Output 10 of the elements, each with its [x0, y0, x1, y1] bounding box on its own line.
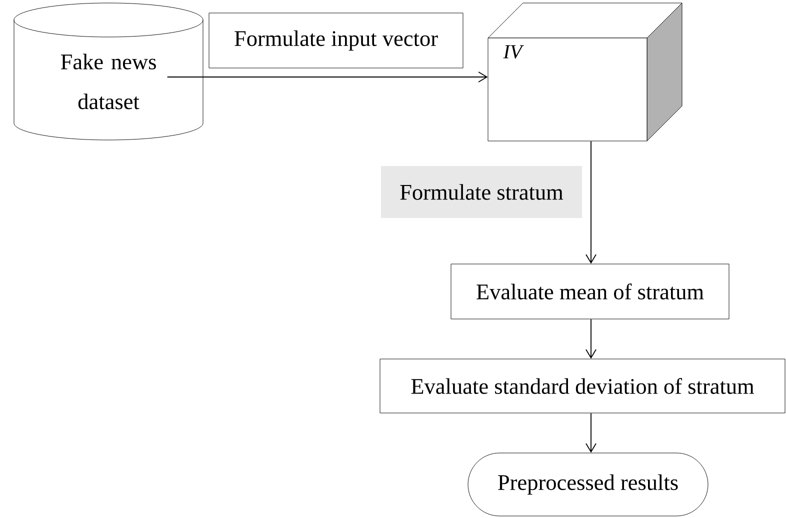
shaded-box: Formulate stratum	[381, 166, 582, 218]
process-box: Formulate input vector	[208, 12, 464, 68]
arrow	[586, 318, 596, 359]
arrow	[166, 72, 488, 82]
process-box: Evaluate mean of stratum	[450, 264, 730, 320]
terminal-box: Preprocessed results	[468, 452, 708, 516]
database-cylinder: Fake news dataset	[14, 2, 204, 140]
process-box: Evaluate standard deviation of stratum	[380, 358, 786, 414]
arrow	[586, 412, 596, 453]
arrow	[586, 140, 596, 264]
